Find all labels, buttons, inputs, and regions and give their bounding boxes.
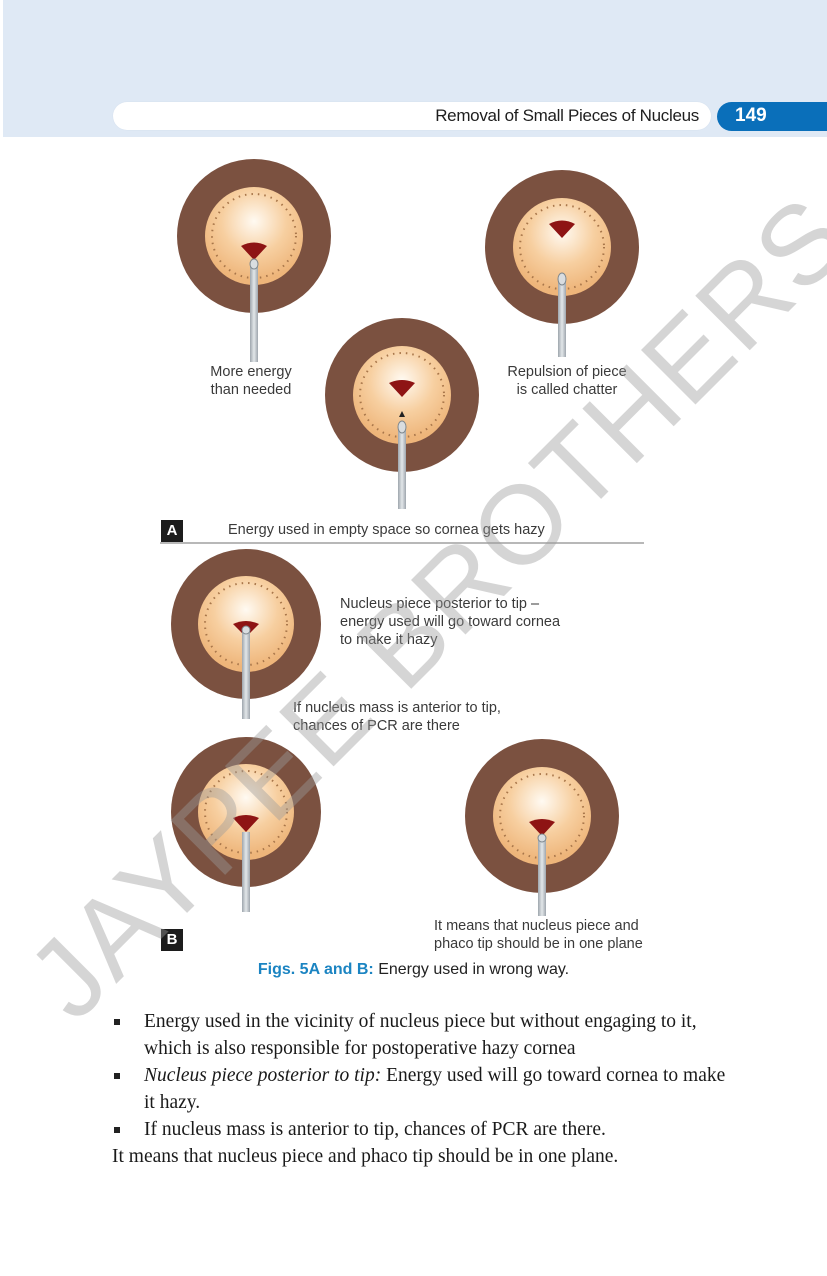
label-chatter: Repulsion of piece is called chatter	[492, 363, 642, 399]
panel-badge-b: B	[161, 929, 183, 951]
bullet-item: Nucleus piece posterior to tip: Energy u…	[112, 1062, 732, 1116]
label-line: It means that nucleus piece and	[434, 918, 639, 934]
bullet-italic: Nucleus piece posterior to tip:	[144, 1065, 382, 1086]
closing-paragraph: It means that nucleus piece and phaco ti…	[112, 1146, 619, 1167]
bullet-text: Energy used in the vicinity of nucleus p…	[144, 1011, 697, 1059]
eye-diagram-b2	[171, 737, 321, 912]
label-line: phaco tip should be in one plane	[434, 936, 643, 952]
label-line: is called chatter	[516, 382, 618, 398]
eye-diagram-a2	[485, 170, 639, 357]
eye-diagram-a1	[177, 159, 331, 362]
caption-label: Figs. 5A and B:	[257, 961, 374, 978]
running-title: Removal of Small Pieces of Nucleus	[435, 106, 699, 125]
label-posterior-to-tip: Nucleus piece posterior to tip – energy …	[340, 595, 560, 649]
label-line: Nucleus piece posterior to tip –	[340, 596, 540, 612]
eye-diagram-b1	[171, 549, 321, 719]
label-line: Repulsion of piece	[507, 364, 627, 380]
label-line: More energy	[210, 364, 292, 380]
label-more-energy: More energy than needed	[196, 363, 306, 399]
label-line: than needed	[210, 382, 292, 398]
caption-text: Energy used in wrong way.	[373, 961, 570, 978]
bullet-item: If nucleus mass is anterior to tip, chan…	[112, 1116, 732, 1143]
label-line: to make it hazy	[340, 632, 438, 648]
page-number: 149	[735, 105, 767, 126]
panel-badge-a: A	[161, 520, 183, 542]
page-number-badge: 149	[717, 102, 827, 131]
figure-5-illustration	[171, 159, 639, 916]
figure-caption: Figs. 5A and B: Energy used in wrong way…	[0, 961, 827, 979]
bullet-text: Energy used will go toward cornea to mak…	[144, 1065, 726, 1113]
label-one-plane: It means that nucleus piece and phaco ti…	[434, 917, 643, 953]
body-text: Energy used in the vicinity of nucleus p…	[112, 1008, 732, 1170]
eye-diagram-a3	[325, 318, 479, 509]
bullet-item: Energy used in the vicinity of nucleus p…	[112, 1008, 732, 1062]
label-line: energy used will go toward cornea	[340, 614, 561, 630]
panel-divider	[160, 542, 644, 544]
eye-diagram-b3	[465, 739, 619, 916]
running-title-bar: Removal of Small Pieces of Nucleus	[113, 102, 711, 130]
label-anterior-to-tip: If nucleus mass is anterior to tip, chan…	[293, 699, 501, 735]
label-empty-space: Energy used in empty space so cornea get…	[228, 522, 545, 538]
label-line: chances of PCR are there	[293, 718, 460, 734]
bullet-text: If nucleus mass is anterior to tip, chan…	[144, 1119, 606, 1140]
label-line: If nucleus mass is anterior to tip,	[293, 700, 501, 716]
